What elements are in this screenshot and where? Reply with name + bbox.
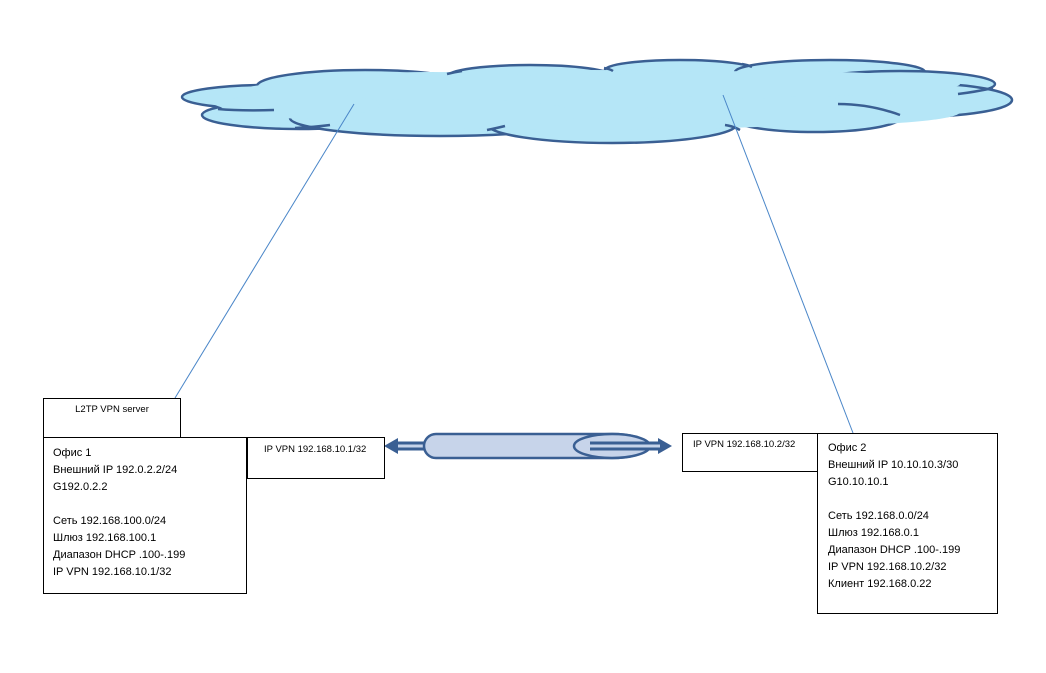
office-2-vpn-ip: IP VPN 192.168.10.2/32: [828, 561, 947, 573]
vpn-ip-office-2-box: IP VPN 192.168.10.2/32: [682, 433, 818, 472]
vpn-ip-office-2-label: IP VPN 192.168.10.2/32: [693, 439, 796, 450]
office-1-external-ip: Внешний IP 192.0.2.2/24: [53, 464, 178, 476]
office-2-external-ip: Внешний IP 10.10.10.3/30: [828, 459, 959, 471]
office-2-box: Офис 2 Внешний IP 10.10.10.3/30 G10.10.1…: [817, 433, 998, 614]
connector-line-office1: [174, 103, 355, 399]
office-2-dhcp-range: Диапазон DHCP .100-.199: [828, 544, 961, 556]
internet-cloud: [180, 58, 1014, 145]
office-1-gateway-external: G192.0.2.2: [53, 481, 108, 493]
office-1-title: Офис 1: [53, 447, 92, 459]
office-1-dhcp-range: Диапазон DHCP .100-.199: [53, 549, 186, 561]
office-2-network: Сеть 192.168.0.0/24: [828, 510, 929, 522]
office-2-title: Офис 2: [828, 442, 867, 454]
arrowhead-left: [384, 438, 398, 454]
connector-line-office2: [722, 94, 854, 434]
vpn-ip-office-1-label: IP VPN 192.168.10.1/32: [264, 444, 367, 455]
office-1-network: Сеть 192.168.100.0/24: [53, 515, 167, 527]
office-1-blank-line: [53, 496, 237, 513]
office-1-gateway: Шлюз 192.168.100.1: [53, 532, 157, 544]
office-2-blank-line: [828, 491, 987, 508]
office-1-vpn-ip: IP VPN 192.168.10.1/32: [53, 566, 172, 578]
office-2-gateway: Шлюз 192.168.0.1: [828, 527, 919, 539]
vpn-tunnel: [384, 432, 672, 460]
arrowhead-right: [658, 438, 672, 454]
office-2-client: Клиент 192.168.0.22: [828, 578, 932, 590]
vpn-ip-office-1-box: IP VPN 192.168.10.1/32: [247, 437, 385, 479]
office-2-gateway-external: G10.10.10.1: [828, 476, 889, 488]
l2tp-server-label: L2TP VPN server: [75, 404, 149, 415]
l2tp-server-label-box: L2TP VPN server: [43, 398, 181, 438]
office-1-box: Офис 1 Внешний IP 192.0.2.2/24 G192.0.2.…: [43, 437, 247, 594]
